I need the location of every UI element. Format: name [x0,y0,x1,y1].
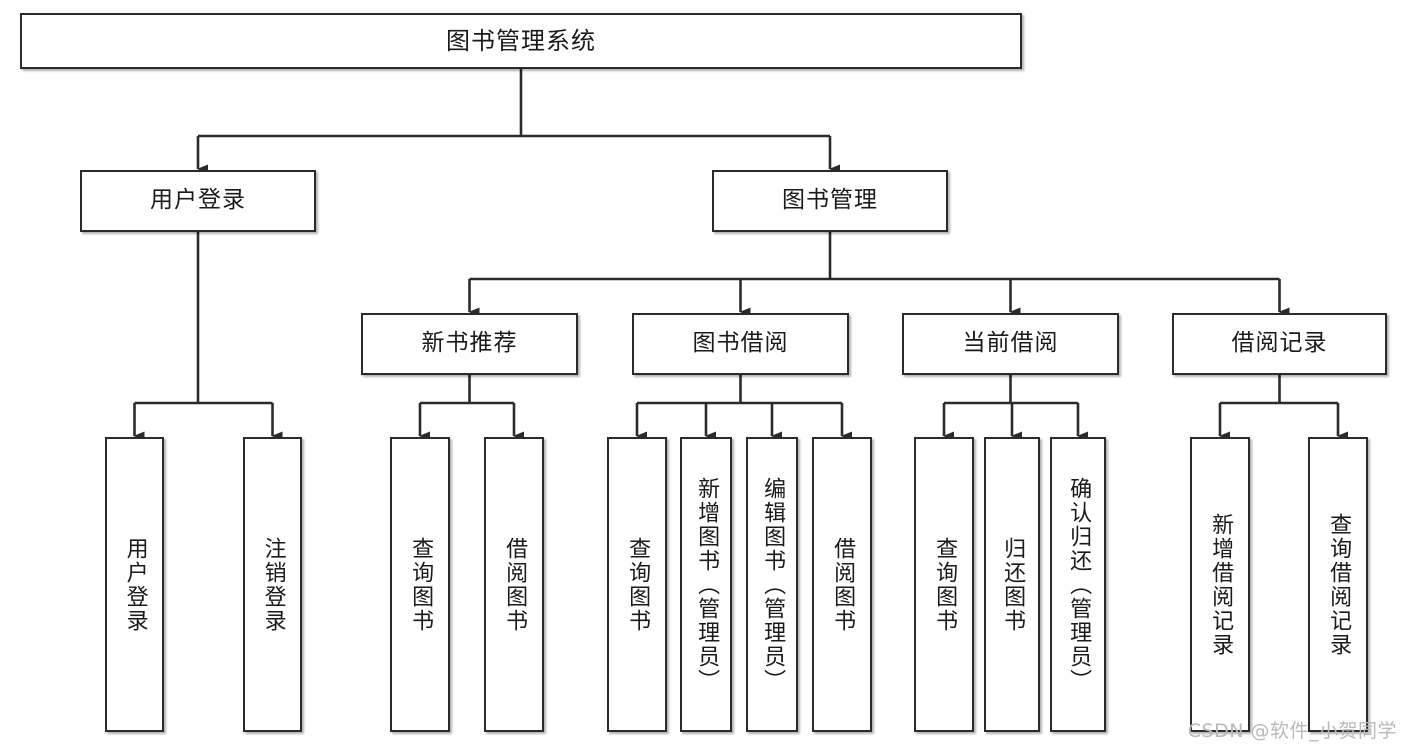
leaf-logout[interactable]: 注销登录 [243,437,302,732]
node-new-book-rec-label: 新书推荐 [421,330,518,357]
leaf-query-book-rec[interactable]: 查询图书 [390,437,450,732]
leaf-query-book-borrow[interactable]: 查询图书 [607,437,667,732]
node-root[interactable]: 图书管理系统 [20,13,1022,69]
leaf-confirm-return-label: 确认归还（管理员） [1066,476,1092,693]
leaf-query-book-rec-label: 查询图书 [408,536,434,633]
leaf-add-book[interactable]: 新增图书（管理员） [680,437,732,732]
node-new-book-rec[interactable]: 新书推荐 [361,313,578,375]
leaf-edit-book-label: 编辑图书（管理员） [760,476,786,693]
node-book-borrow-label: 图书借阅 [692,330,789,357]
node-book-manage[interactable]: 图书管理 [712,170,948,232]
leaf-borrow-book[interactable]: 借阅图书 [812,437,872,732]
node-current-borrow-label: 当前借阅 [962,330,1059,357]
leaf-query-book-current[interactable]: 查询图书 [914,437,974,732]
leaf-query-book-borrow-label: 查询图书 [625,536,651,633]
leaf-confirm-return[interactable]: 确认归还（管理员） [1050,437,1106,732]
leaf-add-record[interactable]: 新增借阅记录 [1190,437,1250,732]
node-root-label: 图书管理系统 [446,26,596,55]
leaf-add-book-label: 新增图书（管理员） [694,476,720,693]
leaf-edit-book[interactable]: 编辑图书（管理员） [746,437,798,732]
leaf-borrow-book-label: 借阅图书 [830,536,856,633]
node-current-borrow[interactable]: 当前借阅 [902,313,1119,375]
leaf-return-book[interactable]: 归还图书 [984,437,1040,732]
leaf-user-login-label: 用户登录 [122,536,148,633]
leaf-borrow-book-rec[interactable]: 借阅图书 [484,437,544,732]
leaf-borrow-book-rec-label: 借阅图书 [502,536,528,633]
leaf-query-book-current-label: 查询图书 [932,536,958,633]
leaf-query-record[interactable]: 查询借阅记录 [1308,437,1368,732]
leaf-return-book-label: 归还图书 [1000,536,1026,633]
leaf-add-record-label: 新增借阅记录 [1208,512,1234,657]
node-user-login[interactable]: 用户登录 [80,170,316,232]
leaf-logout-label: 注销登录 [260,536,286,633]
node-borrow-record-label: 借阅记录 [1231,330,1328,357]
node-borrow-record[interactable]: 借阅记录 [1172,313,1387,375]
node-user-login-label: 用户登录 [150,187,246,214]
node-book-borrow[interactable]: 图书借阅 [632,313,849,375]
leaf-query-record-label: 查询借阅记录 [1326,512,1352,657]
leaf-user-login[interactable]: 用户登录 [105,437,164,732]
node-book-manage-label: 图书管理 [782,187,878,214]
